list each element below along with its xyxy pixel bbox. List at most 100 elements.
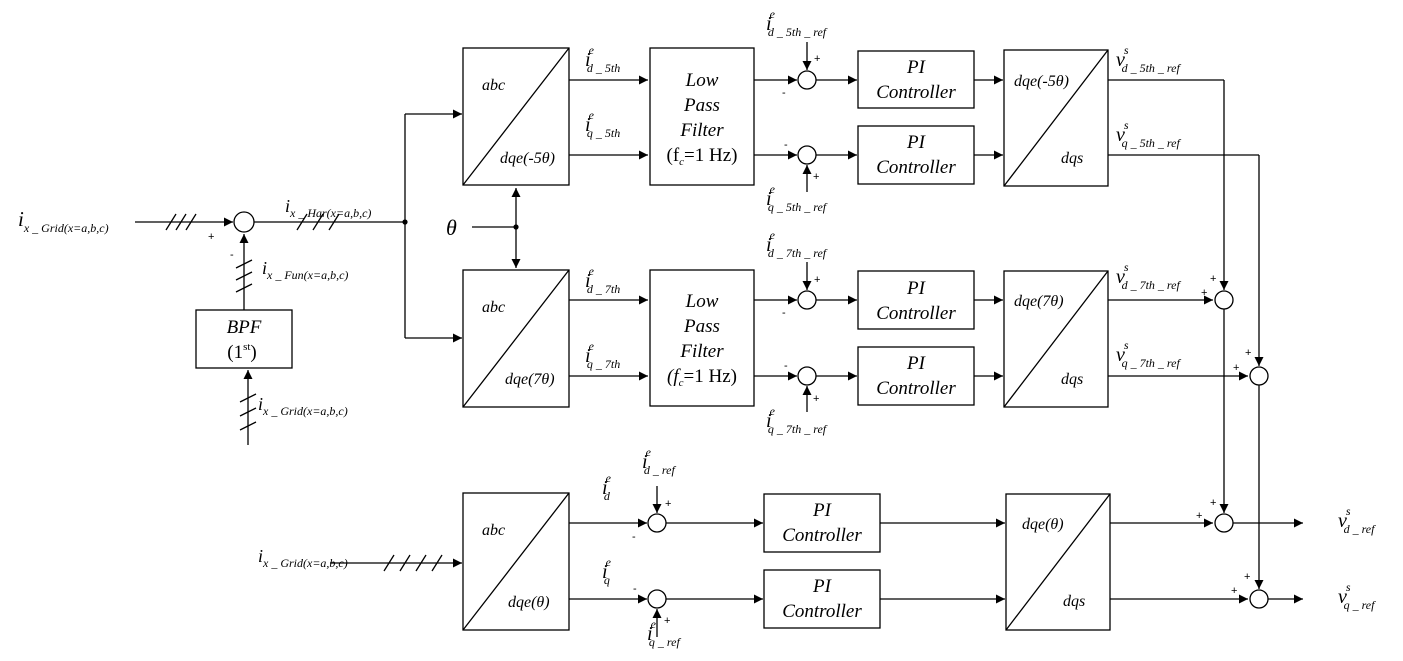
svg-text:+: +	[813, 171, 819, 183]
svg-text:dqe(7θ): dqe(7θ)	[1014, 293, 1064, 310]
sum-junction-d7	[797, 290, 817, 310]
svg-text:+: +	[1196, 510, 1202, 522]
svg-text:Low: Low	[685, 70, 719, 91]
svg-text:-: -	[782, 307, 786, 319]
svg-text:ix _ Grid(x=a,b,c): ix _ Grid(x=a,b,c)	[18, 207, 109, 235]
svg-text:dqe(-5θ): dqe(-5θ)	[1014, 73, 1069, 90]
row-fundamental: abc dqe(θ) + - PI Controller + - PI Cont…	[330, 486, 1111, 637]
svg-text:PI: PI	[906, 278, 927, 299]
svg-text:PI: PI	[812, 500, 833, 521]
pi-controller-d5	[857, 50, 975, 109]
bpf-block	[195, 309, 293, 369]
svg-text:abc: abc	[482, 299, 505, 316]
lpf-block-7th	[649, 269, 755, 407]
sum-junction-d1	[647, 513, 667, 533]
svg-text:+: +	[1233, 362, 1239, 374]
bus-slashes-fun	[235, 259, 253, 293]
svg-text:dqe(θ): dqe(θ)	[1022, 516, 1064, 533]
svg-text:-: -	[633, 583, 637, 595]
svg-text:+: +	[1210, 497, 1216, 509]
pi-controller-q1	[763, 569, 881, 629]
svg-text:PI: PI	[906, 57, 927, 78]
svg-text:-: -	[784, 139, 788, 151]
svg-text:ix _ Fun(x=a,b,c): ix _ Fun(x=a,b,c)	[262, 258, 348, 282]
svg-text:Controller: Controller	[876, 157, 956, 178]
svg-text:+: +	[664, 615, 670, 627]
svg-text:+: +	[1231, 585, 1237, 597]
svg-text:Filter: Filter	[679, 341, 724, 362]
svg-text:dqs: dqs	[1063, 593, 1085, 610]
lpf-block-5th	[649, 47, 755, 186]
svg-text:ix _ Grid(x=a,b,c): ix _ Grid(x=a,b,c)	[258, 394, 348, 418]
svg-text:Low: Low	[685, 291, 719, 312]
svg-text:PI: PI	[906, 132, 927, 153]
sum-junction-vq-final	[1249, 589, 1269, 609]
svg-text:Controller: Controller	[782, 525, 862, 546]
sum-junction-q1	[647, 589, 667, 609]
svg-text:+: +	[665, 498, 671, 510]
svg-text:Pass: Pass	[683, 95, 720, 116]
row-5th: abc dqe(-5θ) Low Pass Filter (fc=1 Hz) +…	[462, 42, 1109, 192]
sum-junction-d5	[797, 70, 817, 90]
sum-junction-harmonic	[233, 211, 255, 233]
bpf-label: BPF	[227, 317, 262, 338]
svg-text:Filter: Filter	[679, 120, 724, 141]
sum-junction-vd-final	[1214, 513, 1234, 533]
svg-text:PI: PI	[812, 576, 833, 597]
svg-text:(fc=1 Hz): (fc=1 Hz)	[667, 366, 737, 389]
svg-text:dqs: dqs	[1061, 371, 1083, 388]
bus-slashes-input	[165, 213, 197, 231]
signal-i-grid-fund: ix _ Grid(x=a,b,c)	[258, 546, 348, 570]
svg-text:(fc=1 Hz): (fc=1 Hz)	[667, 145, 738, 168]
bus-slashes-har	[296, 213, 340, 231]
svg-text:+: +	[814, 53, 820, 65]
svg-text:abc: abc	[482, 522, 505, 539]
sum-junction-q5	[797, 145, 817, 165]
pi-controller-q5	[857, 125, 975, 185]
minus-sign: -	[230, 249, 234, 261]
svg-text:+: +	[813, 393, 819, 405]
signal-i-grid-main: ix _ Grid(x=a,b,c)	[18, 207, 109, 235]
signal-i-grid-bpf: ix _ Grid(x=a,b,c)	[258, 394, 348, 418]
sum-junction-vq-harm	[1249, 366, 1269, 386]
svg-text:Controller: Controller	[876, 82, 956, 103]
signal-i-har: ix _ Har(x=a,b,c)	[285, 196, 371, 220]
svg-text:Pass: Pass	[683, 316, 720, 337]
bus-slashes-bpf-in	[239, 393, 257, 431]
row-7th: abc dqe(7θ) Low Pass Filter (fc=1 Hz) + …	[462, 262, 1109, 412]
svg-text:dqe(7θ): dqe(7θ)	[505, 371, 555, 388]
svg-text:+: +	[1244, 571, 1250, 583]
svg-text:Controller: Controller	[876, 378, 956, 399]
svg-text:Controller: Controller	[876, 303, 956, 324]
svg-text:+: +	[1245, 347, 1251, 359]
svg-text:ix _ Har(x=a,b,c): ix _ Har(x=a,b,c)	[285, 196, 371, 220]
svg-text:dqe(θ): dqe(θ)	[508, 594, 550, 611]
output-summation: + + + + + + + +	[1108, 79, 1303, 609]
sum-junction-q7	[797, 366, 817, 386]
sum-junction-vd-harm	[1214, 290, 1234, 310]
svg-text:abc: abc	[482, 77, 505, 94]
bus-slashes-fund	[383, 554, 443, 572]
svg-text:+: +	[1210, 273, 1216, 285]
svg-text:-: -	[632, 531, 636, 543]
svg-text:Controller: Controller	[782, 601, 862, 622]
plus-sign: +	[208, 231, 214, 243]
svg-text:-: -	[782, 87, 786, 99]
